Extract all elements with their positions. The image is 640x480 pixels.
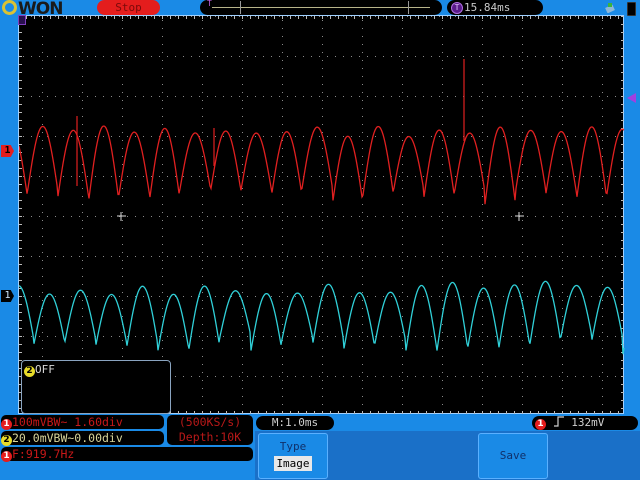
trigger-settings: 1 132mV [532, 416, 638, 430]
owon-logo: WON [2, 0, 63, 19]
ch2-badge-icon: 2 [1, 435, 12, 446]
freq-ch-badge-icon: 1 [1, 451, 12, 462]
trigger-time-value: 15.84ms [464, 1, 511, 14]
trigger-position-icon [18, 15, 26, 25]
run-stop-status[interactable]: Stop [97, 0, 160, 15]
save-softkey[interactable]: Save [478, 433, 548, 479]
battery-icon [627, 2, 636, 16]
memory-position-bar[interactable]: T [200, 0, 442, 15]
type-value: Image [274, 456, 312, 471]
ch1-badge-icon: 1 [1, 419, 12, 430]
frequency-text: F:919.7Hz [12, 447, 75, 461]
waveform-display[interactable] [18, 15, 625, 414]
trigger-level-arrow-icon[interactable] [627, 93, 636, 103]
memory-track [212, 7, 430, 8]
window-left-bracket [240, 1, 241, 14]
ch1-settings-text: 100mVBW~ 1.60div [12, 415, 123, 429]
usb-icon [605, 3, 615, 13]
record-depth: Depth:10K [178, 430, 242, 444]
ch2-off-label: OFF [35, 363, 55, 376]
acquisition-info: (500KS/s) Depth:10K [167, 415, 253, 445]
ch1b-offset-marker[interactable]: 1 [1, 290, 14, 302]
type-softkey[interactable]: Type Image [258, 433, 328, 479]
logo-o-ring [2, 0, 17, 15]
trigger-level-value: 132mV [571, 416, 605, 429]
ch2-badge-icon: 2 [24, 366, 35, 377]
trigger-time-icon: T [451, 2, 463, 14]
waveform-canvas [19, 16, 625, 414]
logo-text: WON [18, 0, 63, 19]
type-label: Type [279, 440, 307, 453]
ch1-offset-marker[interactable]: 1 [1, 145, 14, 157]
trigger-source-badge-icon: 1 [535, 419, 546, 430]
trigger-position-mark: T [207, 0, 212, 8]
rising-edge-icon [553, 416, 564, 427]
main-timebase: M:1.0ms [256, 416, 334, 430]
sample-rate: (500KS/s) [178, 415, 242, 429]
window-right-bracket [408, 1, 409, 14]
ch2-settings-text: 20.0mVBW~0.00div [12, 431, 123, 445]
